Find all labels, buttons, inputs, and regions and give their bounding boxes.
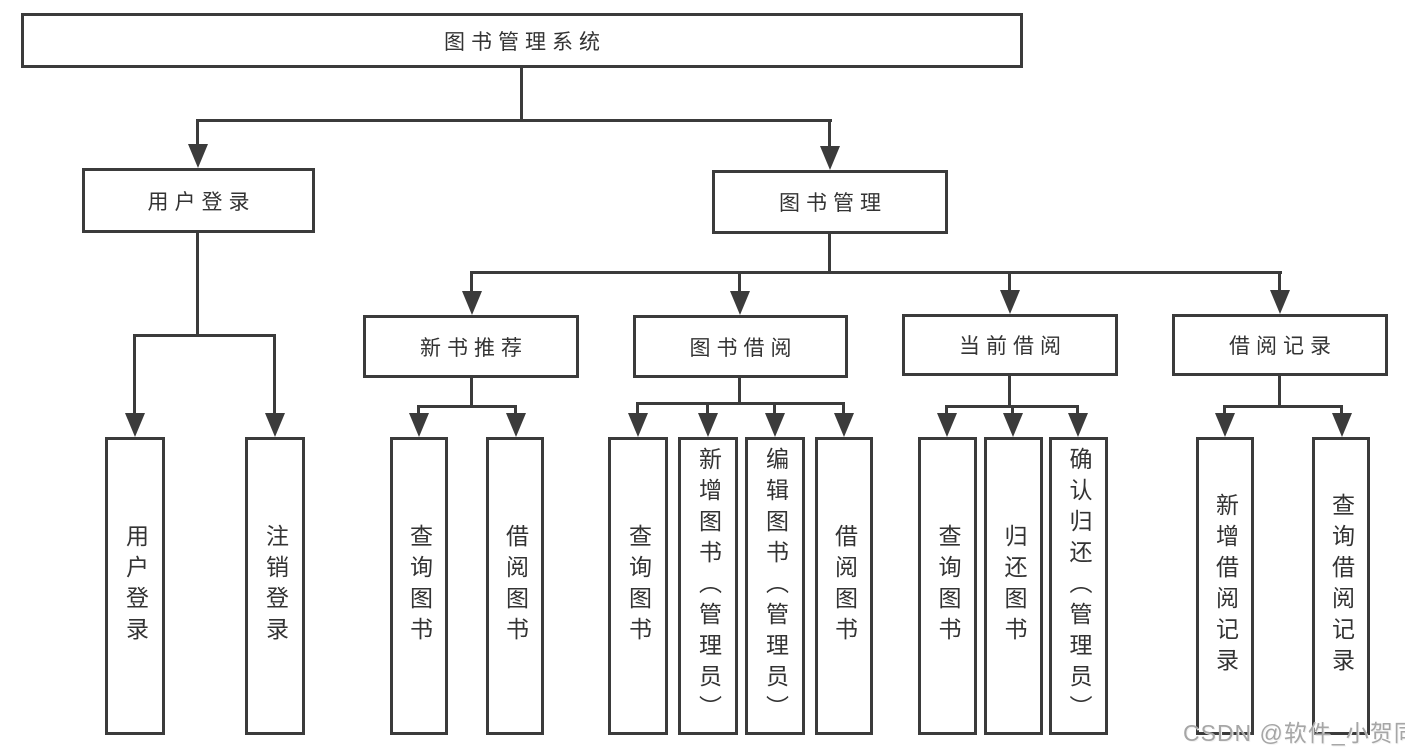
connector-vline (1278, 271, 1281, 295)
arrowhead-icon (1068, 413, 1088, 437)
arrowhead-icon (1003, 413, 1023, 437)
node-book-management: 图书管理 (712, 170, 948, 234)
connector-vline (636, 402, 639, 417)
connector-vline (133, 334, 136, 416)
connector-vline (1008, 271, 1011, 295)
node-library-system: 图书管理系统 (21, 13, 1023, 68)
connector-vline (514, 405, 517, 417)
connector-vline (1278, 376, 1281, 408)
arrowhead-icon (765, 413, 785, 437)
arrowhead-icon (1000, 290, 1020, 314)
arrowhead-icon (937, 413, 957, 437)
leaf-confirm-return-admin: 确认归还（管理员） (1049, 437, 1108, 735)
leaf-add-borrow-record: 新增借阅记录 (1196, 437, 1254, 735)
connector-vline (470, 271, 473, 295)
connector-vline (842, 402, 845, 417)
leaf-user-login: 用户登录 (105, 437, 165, 735)
leaf-borrow-books-recommend: 借阅图书 (486, 437, 544, 735)
connector-hline (133, 334, 276, 337)
node-book-borrowing: 图书借阅 (633, 315, 848, 378)
leaf-return-books: 归还图书 (984, 437, 1043, 735)
node-current-borrowing: 当前借阅 (902, 314, 1118, 376)
connector-vline (273, 334, 276, 416)
connector-vline (1008, 376, 1011, 408)
node-user-login: 用户登录 (82, 168, 315, 233)
arrowhead-icon (834, 413, 854, 437)
arrowhead-icon (820, 146, 840, 170)
arrowhead-icon (698, 413, 718, 437)
arrowhead-icon (1270, 290, 1290, 314)
connector-hline (470, 271, 1282, 274)
leaf-query-books-current: 查询图书 (918, 437, 977, 735)
connector-vline (1076, 405, 1079, 417)
arrowhead-icon (1332, 413, 1352, 437)
connector-vline (773, 402, 776, 417)
leaf-query-borrow-record: 查询借阅记录 (1312, 437, 1370, 735)
connector-vline (196, 119, 199, 148)
connector-vline (1340, 405, 1343, 417)
node-new-book-recommendation: 新书推荐 (363, 315, 579, 378)
arrowhead-icon (125, 413, 145, 437)
connector-vline (417, 405, 420, 417)
connector-vline (706, 402, 709, 417)
connector-hline (636, 402, 845, 405)
connector-vline (1223, 405, 1226, 417)
watermark-text: CSDN @软件_小贺同学 (1183, 720, 1405, 746)
leaf-logout: 注销登录 (245, 437, 305, 735)
arrowhead-icon (188, 144, 208, 168)
arrowhead-icon (462, 291, 482, 315)
connector-vline (470, 378, 473, 408)
connector-hline (417, 405, 517, 408)
arrowhead-icon (265, 413, 285, 437)
arrowhead-icon (506, 413, 526, 437)
leaf-query-books-borrowing: 查询图书 (608, 437, 668, 735)
connector-vline (1011, 405, 1014, 417)
arrowhead-icon (409, 413, 429, 437)
connector-vline (828, 234, 831, 274)
leaf-borrow-books: 借阅图书 (815, 437, 873, 735)
node-borrowing-records: 借阅记录 (1172, 314, 1388, 376)
connector-vline (738, 378, 741, 405)
leaf-query-books-recommend: 查询图书 (390, 437, 448, 735)
connector-vline (945, 405, 948, 417)
connector-vline (828, 119, 831, 148)
arrowhead-icon (628, 413, 648, 437)
connector-hline (1223, 405, 1343, 408)
arrowhead-icon (730, 291, 750, 315)
connector-vline (520, 68, 523, 122)
connector-vline (738, 271, 741, 295)
connector-hline (196, 119, 832, 122)
arrowhead-icon (1215, 413, 1235, 437)
connector-vline (196, 233, 199, 337)
leaf-add-books-admin: 新增图书（管理员） (678, 437, 738, 735)
leaf-edit-books-admin: 编辑图书（管理员） (745, 437, 805, 735)
